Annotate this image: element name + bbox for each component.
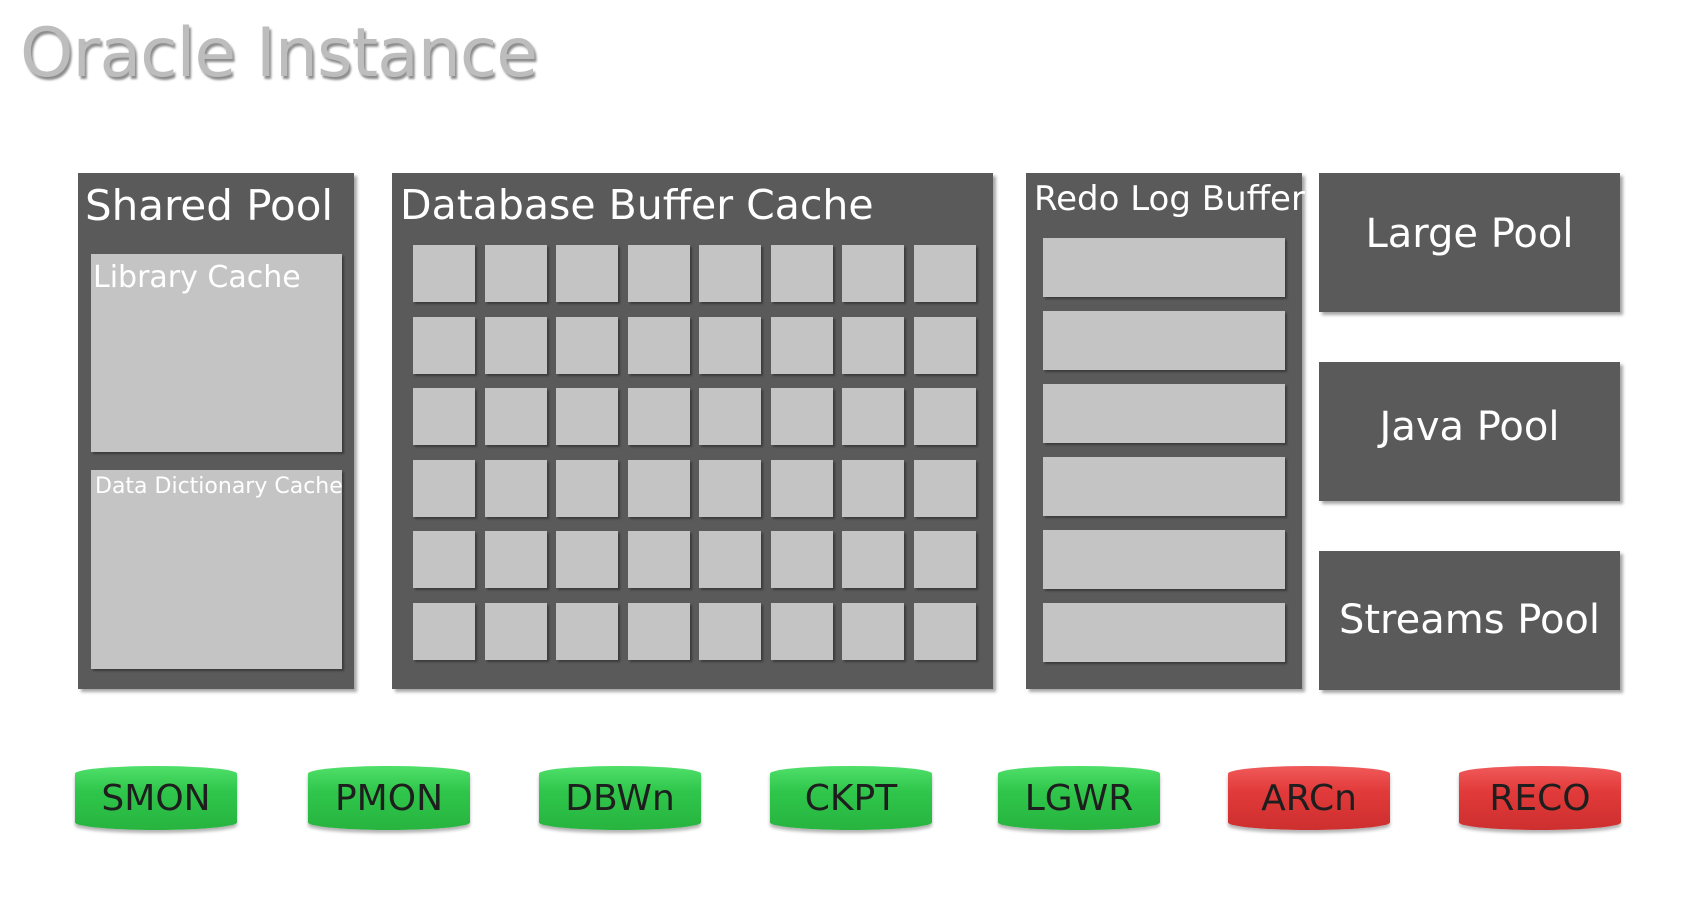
buffer-block <box>413 460 475 517</box>
buffer-block <box>914 531 976 588</box>
buffer-block <box>413 388 475 445</box>
process-arcn-label: ARCn <box>1261 777 1357 819</box>
buffer-block <box>485 603 547 660</box>
process-pmon-label: PMON <box>334 777 444 819</box>
buffer-block <box>699 460 761 517</box>
process-lgwr: LGWR <box>998 766 1160 830</box>
process-ckpt-label: CKPT <box>804 777 898 819</box>
process-reco-label: RECO <box>1489 777 1591 819</box>
large-pool-label: Large Pool <box>1365 211 1574 257</box>
redo-log-entry <box>1043 457 1285 516</box>
buffer-block <box>699 603 761 660</box>
buffer-block <box>914 245 976 302</box>
process-dbwn-label: DBWn <box>565 777 675 819</box>
library-cache-block: Library Cache <box>91 254 342 452</box>
buffer-block <box>699 531 761 588</box>
buffer-block <box>556 245 618 302</box>
process-ckpt: CKPT <box>770 766 932 830</box>
redo-log-buffer-label: Redo Log Buffer <box>1034 179 1305 219</box>
redo-log-entry <box>1043 530 1285 589</box>
buffer-block <box>556 317 618 374</box>
shared-pool-panel: Shared Pool Library Cache Data Dictionar… <box>78 173 354 689</box>
buffer-block <box>628 531 690 588</box>
buffer-block <box>914 603 976 660</box>
java-pool-label: Java Pool <box>1379 404 1560 450</box>
data-dictionary-cache-label: Data Dictionary Cache <box>95 474 343 499</box>
redo-log-entry <box>1043 384 1285 443</box>
shared-pool-label: Shared Pool <box>85 181 334 230</box>
buffer-block <box>699 317 761 374</box>
buffer-block <box>628 460 690 517</box>
buffer-block <box>771 531 833 588</box>
buffer-block <box>842 460 904 517</box>
redo-log-entry <box>1043 311 1285 370</box>
buffer-block <box>556 603 618 660</box>
buffer-block <box>556 388 618 445</box>
streams-pool-box: Streams Pool <box>1319 551 1620 690</box>
buffer-block <box>413 531 475 588</box>
buffer-block <box>699 245 761 302</box>
buffer-block <box>485 460 547 517</box>
buffer-block <box>485 317 547 374</box>
buffer-block <box>485 245 547 302</box>
database-buffer-cache-label: Database Buffer Cache <box>400 181 874 229</box>
large-pool-box: Large Pool <box>1319 173 1620 312</box>
buffer-block <box>628 388 690 445</box>
buffer-block <box>556 531 618 588</box>
data-dictionary-cache-block: Data Dictionary Cache <box>91 470 343 669</box>
buffer-block <box>842 388 904 445</box>
buffer-block <box>771 603 833 660</box>
buffer-block <box>413 317 475 374</box>
buffer-block <box>413 245 475 302</box>
process-smon: SMON <box>75 766 237 830</box>
process-smon-label: SMON <box>101 777 211 819</box>
buffer-block <box>485 388 547 445</box>
redo-log-buffer-panel: Redo Log Buffer <box>1026 173 1305 689</box>
buffer-block <box>842 317 904 374</box>
java-pool-box: Java Pool <box>1319 362 1620 501</box>
buffer-block <box>628 317 690 374</box>
buffer-block <box>842 603 904 660</box>
streams-pool-label: Streams Pool <box>1338 597 1601 643</box>
redo-log-entry <box>1043 603 1285 662</box>
process-pmon: PMON <box>308 766 470 830</box>
buffer-block <box>699 388 761 445</box>
buffer-block <box>771 388 833 445</box>
library-cache-label: Library Cache <box>93 260 301 295</box>
process-lgwr-label: LGWR <box>1024 777 1134 819</box>
buffer-block <box>842 531 904 588</box>
page-title: Oracle Instance <box>20 14 538 93</box>
buffer-block <box>556 460 618 517</box>
buffer-block <box>628 245 690 302</box>
buffer-block <box>771 460 833 517</box>
buffer-block <box>914 317 976 374</box>
process-dbwn: DBWn <box>539 766 701 830</box>
database-buffer-cache-panel: Database Buffer Cache <box>392 173 993 689</box>
buffer-block <box>485 531 547 588</box>
buffer-block <box>914 460 976 517</box>
process-arcn: ARCn <box>1228 766 1390 830</box>
buffer-block <box>628 603 690 660</box>
buffer-block <box>413 603 475 660</box>
buffer-block <box>771 245 833 302</box>
buffer-block <box>771 317 833 374</box>
process-reco: RECO <box>1459 766 1621 830</box>
buffer-block <box>914 388 976 445</box>
redo-log-entry <box>1043 238 1285 297</box>
buffer-block <box>842 245 904 302</box>
